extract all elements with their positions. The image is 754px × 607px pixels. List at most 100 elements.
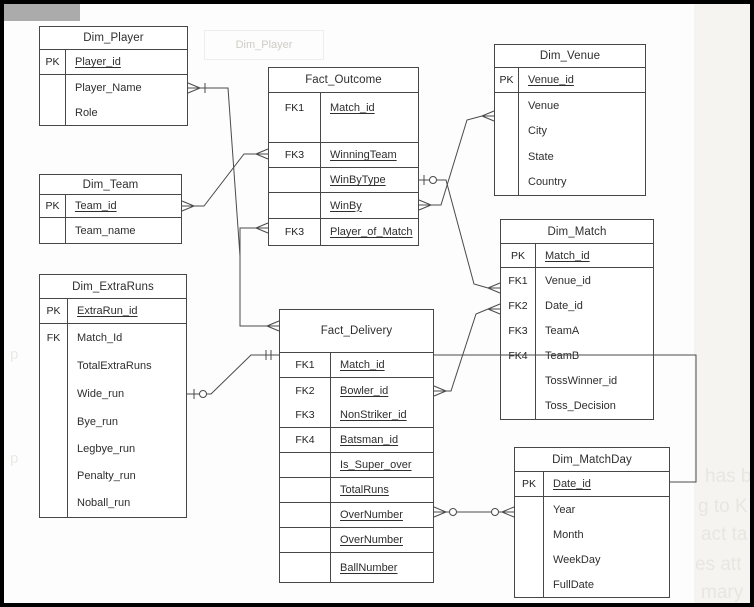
- key-label: FK1: [295, 359, 315, 371]
- attribute-name: FullDate: [553, 579, 594, 591]
- entity-row: Is_Super_over: [280, 453, 433, 478]
- attribute-name: Player_id: [75, 56, 121, 68]
- circle-marker: [449, 508, 457, 516]
- attribute-name: TeamB: [545, 349, 580, 362]
- attribute-name: Month: [553, 528, 584, 541]
- attribute-name: Toss_Decision: [545, 400, 616, 412]
- entity-row: Team_name: [40, 218, 181, 243]
- attribute-name: Penalty_run: [77, 469, 136, 482]
- entity-row: FK3 Player_of_Match: [269, 219, 418, 245]
- key-label: FK3: [295, 409, 315, 421]
- crowsfoot-marker: [181, 200, 195, 212]
- attribute-name: Is_Super_over: [340, 459, 412, 471]
- key-column-divider: [535, 244, 536, 419]
- entity-title: Fact_Outcome: [269, 68, 418, 93]
- circle-marker: [491, 508, 499, 516]
- watermark-text: has b: [705, 466, 752, 487]
- relationship-line-player-to-fact-outcome: [239, 227, 257, 256]
- attribute-name: Date_id: [553, 478, 591, 490]
- key-label: FK3: [284, 149, 305, 161]
- attribute-name: Country: [528, 176, 567, 188]
- entity-row: Player_Name: [40, 75, 187, 100]
- attribute-name: Player_Name: [75, 81, 142, 94]
- entity-row: City: [495, 118, 645, 144]
- key-column-divider: [543, 472, 544, 597]
- attribute-name: State: [528, 150, 554, 163]
- attribute-name: City: [528, 125, 547, 137]
- entity-row: WinBy: [269, 193, 418, 219]
- key-label: PK: [45, 200, 60, 212]
- entity-title: Dim_Venue: [495, 45, 645, 68]
- entity-row: Wide_run: [40, 380, 186, 408]
- key-column-divider: [65, 50, 66, 125]
- attribute-name: TeamA: [545, 324, 580, 337]
- watermark-text: g to K: [698, 496, 748, 517]
- page-background-band: [694, 4, 750, 603]
- entity-title: Dim_Team: [40, 175, 181, 195]
- key-column-divider: [67, 299, 68, 517]
- entity-row: Role: [40, 100, 187, 125]
- attribute-name: TotalRuns: [340, 484, 389, 496]
- attribute-name: Role: [75, 106, 98, 119]
- key-label: FK1: [284, 102, 305, 114]
- key-label: FK1: [508, 274, 528, 287]
- attribute-name: Match_id: [340, 359, 385, 371]
- key-label: FK4: [295, 434, 315, 446]
- watermark-text: act ta: [701, 524, 748, 545]
- key-label: FK: [46, 332, 61, 344]
- key-column-divider: [330, 353, 331, 582]
- key-label: FK3: [508, 324, 528, 337]
- crowsfoot-marker: [487, 303, 501, 315]
- key-column-divider: [320, 93, 321, 245]
- entity-row: Toss_Decision: [501, 393, 653, 419]
- key-label: PK: [46, 305, 61, 317]
- entity-row: BallNumber: [280, 553, 433, 582]
- entity-row: TotalRuns: [280, 478, 433, 503]
- circle-marker: [199, 390, 207, 398]
- entity-row: PK Team_id: [40, 195, 181, 218]
- key-label: FK3: [284, 226, 305, 238]
- attribute-name: Player_of_Match: [330, 226, 413, 238]
- attribute-name: WeekDay: [553, 554, 601, 566]
- circle-marker: [429, 176, 437, 184]
- key-label: PK: [45, 56, 60, 68]
- watermark-fragment: p: [10, 346, 19, 363]
- attribute-name: TotalExtraRuns: [77, 360, 152, 372]
- relationship-line-player-to-fact-delivery: [188, 87, 267, 327]
- ghost-entity-title: Dim_Player: [235, 39, 293, 51]
- entity-row: WinByType: [269, 168, 418, 193]
- entity-row: FK3 TeamA: [501, 318, 653, 343]
- entity-row: State: [495, 144, 645, 169]
- attribute-name: Wide_run: [77, 388, 125, 400]
- attribute-name: WinBy: [330, 199, 362, 212]
- attribute-name: Date_id: [545, 299, 583, 312]
- key-column-divider: [65, 195, 66, 243]
- entity-title: Dim_Match: [501, 220, 653, 244]
- key-label: FK2: [295, 384, 315, 397]
- attribute-name: TossWinner_id: [545, 374, 618, 387]
- attribute-name: Team_id: [75, 200, 117, 212]
- attribute-name: Bowler_id: [340, 384, 389, 397]
- attribute-name: Year: [553, 503, 576, 516]
- entity-title: Dim_MatchDay: [515, 448, 669, 472]
- entity-row: Noball_run: [40, 489, 186, 517]
